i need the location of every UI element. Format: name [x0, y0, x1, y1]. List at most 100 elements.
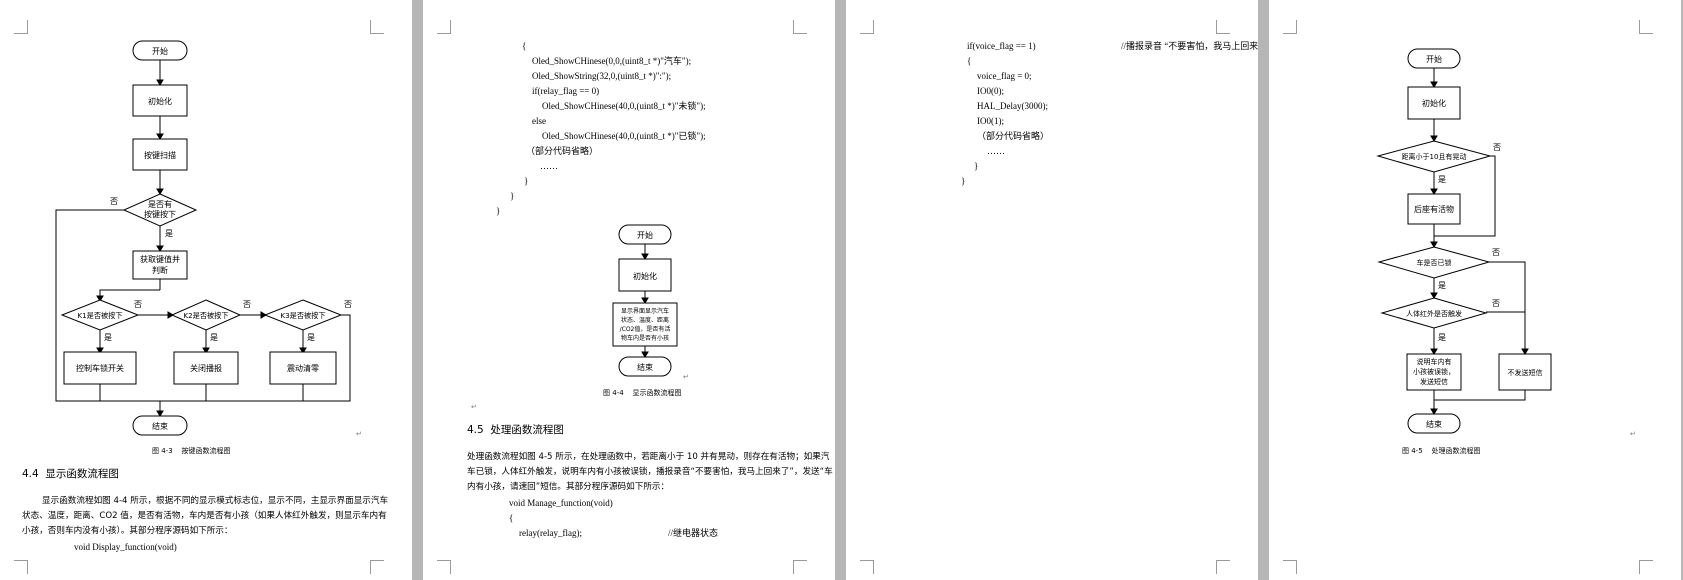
no-label: 否 — [1493, 143, 1501, 152]
body-paragraph: 显示函数流程如图 4-4 所示，根据不同的显示模式标志位，显示不同，主显示界面显… — [22, 496, 389, 536]
display-label: 显示界面显示汽车 — [621, 307, 669, 315]
start-label: 开始 — [1426, 54, 1442, 64]
distance-decision — [1376, 140, 1492, 173]
code-line: IO0(1); — [977, 116, 1004, 126]
no-sms-label: 不发送短信 — [1508, 368, 1543, 377]
sms-label: 发送短信 — [1420, 377, 1448, 386]
yes-label: 是 — [104, 333, 112, 342]
start-terminator — [618, 224, 672, 245]
end-terminator — [618, 356, 672, 377]
display-label: 状态、温度、距离 — [621, 316, 669, 324]
yes-label: 是 — [1438, 175, 1446, 184]
code-line: relay(relay_flag); — [519, 528, 582, 538]
corner-mark — [1283, 20, 1297, 34]
read-key-box — [132, 250, 188, 280]
section-heading: 4.5 处理函数流程图 — [467, 424, 564, 436]
corner-mark — [1639, 20, 1653, 34]
act3-label: 震动清零 — [287, 363, 319, 373]
code-line: if(voice_flag == 1) — [967, 41, 1036, 51]
code-line: （部分代码省略） — [526, 146, 599, 156]
k3-label: K3是否被按下 — [280, 311, 325, 320]
paragraph-mark: ↵ — [1630, 430, 1636, 438]
code-line: …… — [987, 146, 1005, 156]
no-label: 否 — [344, 300, 352, 309]
sms-label: 说明车内有 — [1417, 357, 1452, 366]
end-label: 结束 — [1426, 419, 1442, 429]
read-key-label: 获取键值并 — [140, 254, 180, 264]
code-line: if(relay_flag == 0) — [532, 86, 600, 96]
yes-label: 是 — [210, 333, 218, 342]
decision-label: 是否有 — [148, 199, 172, 209]
start-label: 开始 — [637, 230, 653, 240]
corner-mark — [860, 560, 874, 574]
code-line: Oled_ShowString(32,0,(uint8_t *)":"); — [532, 71, 672, 81]
corner-mark — [370, 560, 384, 574]
document-page-1: 开始 初始化 按键扫描 是否有 按键按下 获取键值并 判断 K1是否被按下 K2… — [0, 0, 412, 580]
clear-vibration-box — [269, 351, 337, 385]
code-line: Oled_ShowCHinese(40,0,(uint8_t *)"未锁"); — [542, 101, 706, 111]
init-box — [132, 84, 188, 117]
yes-label: 是 — [1438, 281, 1446, 290]
code-line: } — [496, 206, 501, 216]
keypress-decision — [122, 193, 198, 227]
display-label: 物车内是否有小孩 — [621, 334, 669, 342]
send-sms-box — [1406, 353, 1462, 391]
corner-mark — [437, 560, 451, 574]
no-sms-box — [1498, 353, 1552, 391]
document-page-3: if(voice_flag == 1) //播报录音 “不要害怕，我马上回来了”… — [846, 0, 1258, 580]
code-comment: //继电器状态 — [668, 528, 719, 538]
figure-caption: 图 4-3 按键函数流程图 — [152, 447, 231, 455]
document-page-4: 开始 初始化 距离小于10且有晃动 后座有活物 车是否已锁 人体红外是否触发 说… — [1269, 0, 1681, 580]
scan-label: 按键扫描 — [144, 150, 176, 160]
end-label: 结束 — [637, 362, 653, 372]
corner-mark — [1216, 20, 1230, 34]
corner-mark — [1639, 560, 1653, 574]
code-comment: //播报录音 “不要害怕，我马上回来了” — [1121, 41, 1258, 51]
lock-label: 车是否已锁 — [1417, 258, 1452, 267]
figure-caption: 图 4-4 显示函数流程图 — [603, 389, 682, 397]
init-box — [1407, 86, 1461, 120]
flowchart-manage: 开始 初始化 距离小于10且有晃动 后座有活物 车是否已锁 人体红外是否触发 说… — [1376, 48, 1552, 434]
read-key-label: 判断 — [152, 265, 168, 275]
end-label: 结束 — [152, 421, 168, 431]
code-line: void Manage_function(void) — [509, 498, 613, 508]
yes-label: 是 — [307, 333, 315, 342]
scan-box — [132, 138, 188, 171]
corner-mark — [793, 560, 807, 574]
end-terminator — [1407, 413, 1461, 434]
corner-mark — [1216, 560, 1230, 574]
no-label: 否 — [1492, 299, 1500, 308]
figure-caption: 图 4-5 处理函数流程图 — [1402, 447, 1481, 455]
document-page-2: { Oled_ShowCHinese(0,0,(uint8_t *)"汽车");… — [423, 0, 835, 580]
code-line: { — [509, 513, 514, 523]
corner-mark — [860, 20, 874, 34]
init-box — [618, 258, 672, 292]
no-label: 否 — [134, 300, 142, 309]
sms-label: 小孩被误锁， — [1413, 367, 1455, 376]
code-line: } — [974, 161, 979, 171]
corner-mark — [14, 20, 28, 34]
code-line: IO0(0); — [977, 86, 1004, 96]
code-line: } — [524, 176, 529, 186]
corner-mark — [1283, 560, 1297, 574]
end-terminator — [132, 415, 188, 436]
init-label: 初始化 — [148, 96, 172, 106]
code-line: { — [967, 56, 972, 66]
no-label: 否 — [243, 300, 251, 309]
init-label: 初始化 — [1422, 98, 1446, 108]
decision-label: 按键按下 — [144, 209, 176, 219]
flowchart-keypad: 开始 初始化 按键扫描 是否有 按键按下 获取键值并 判断 K1是否被按下 K2… — [55, 40, 352, 436]
living-box — [1407, 193, 1461, 225]
close-broadcast-box — [173, 351, 239, 385]
distance-label: 距离小于10且有晃动 — [1402, 152, 1467, 161]
k2-label: K2是否被按下 — [183, 311, 228, 320]
start-terminator — [1407, 48, 1461, 69]
flowchart-display: 开始 初始化 显示界面显示汽车 状态、温度、距离 /CO2值，是否有活 物车内是… — [612, 224, 678, 377]
display-label: /CO2值，是否有活 — [620, 325, 671, 333]
act2-label: 关闭播报 — [190, 363, 222, 373]
init-label: 初始化 — [633, 271, 657, 281]
paragraph-mark: ↵ — [356, 430, 362, 438]
living-label: 后座有活物 — [1414, 204, 1454, 214]
corner-mark — [793, 20, 807, 34]
lock-control-box — [63, 351, 137, 385]
